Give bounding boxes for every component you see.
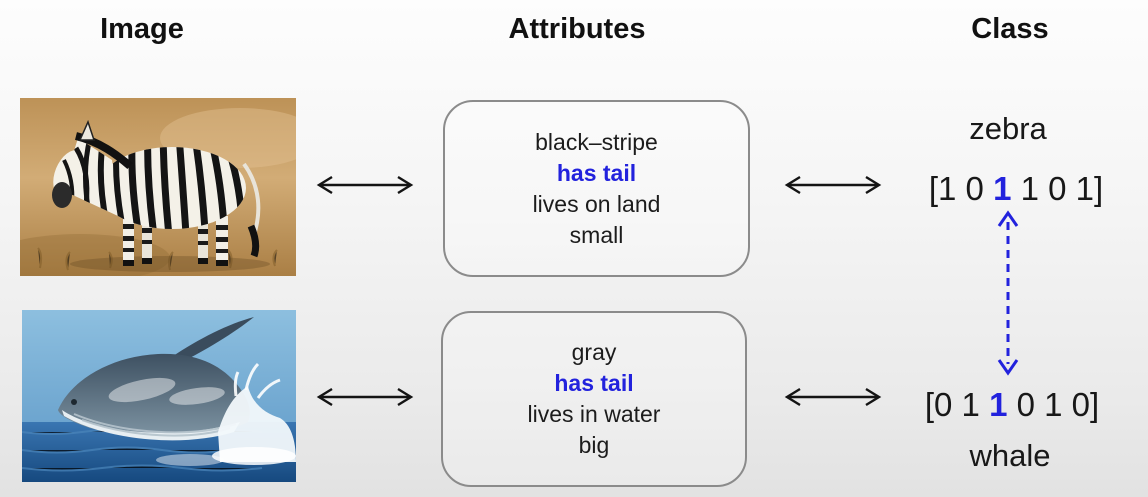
double-arrow-icon [316,387,414,407]
attribute-text: black–stripe [535,128,658,155]
class-label-zebra: zebra [969,111,1047,146]
attribute-text: lives in water [527,401,661,427]
double-arrow-icon [784,387,882,407]
vector-prefix: [1 0 [928,170,994,207]
vector-highlight-digit: 1 [993,170,1012,207]
attributes-box-whale: gray has tail lives in water big [441,311,747,487]
attribute-text: gray [571,339,617,365]
attribute-text: big [578,432,610,458]
double-arrow-icon [784,175,882,195]
column-header-image: Image [100,13,184,45]
attribute-text-highlighted: has tail [554,370,634,396]
attribute-text-highlighted: has tail [556,159,637,186]
vector-highlight-digit: 1 [989,386,1008,423]
attribute-text: small [569,221,624,248]
attribute-text: lives on land [532,190,661,217]
class-vector-whale: [0 1 1 0 1 0] [925,386,1099,424]
zebra-illustration [20,98,296,276]
class-label-whale: whale [969,438,1051,473]
double-arrow-icon [316,175,414,195]
column-header-class: Class [971,13,1049,45]
vector-prefix: [0 1 [924,386,990,423]
blue-dashed-correspondence-arrow-icon [997,210,1019,376]
zebra-legs [123,216,228,266]
whale-photo [22,310,296,482]
attributes-box-zebra: black–stripe has tail lives on land smal… [443,100,750,277]
vector-suffix: 0 1 0] [1007,386,1100,423]
whale-illustration [22,310,296,482]
vector-suffix: 1 0 1] [1011,170,1104,207]
column-header-attributes: Attributes [508,13,646,45]
zebra-photo [20,98,296,276]
class-vector-zebra: [1 0 1 1 0 1] [929,170,1103,208]
